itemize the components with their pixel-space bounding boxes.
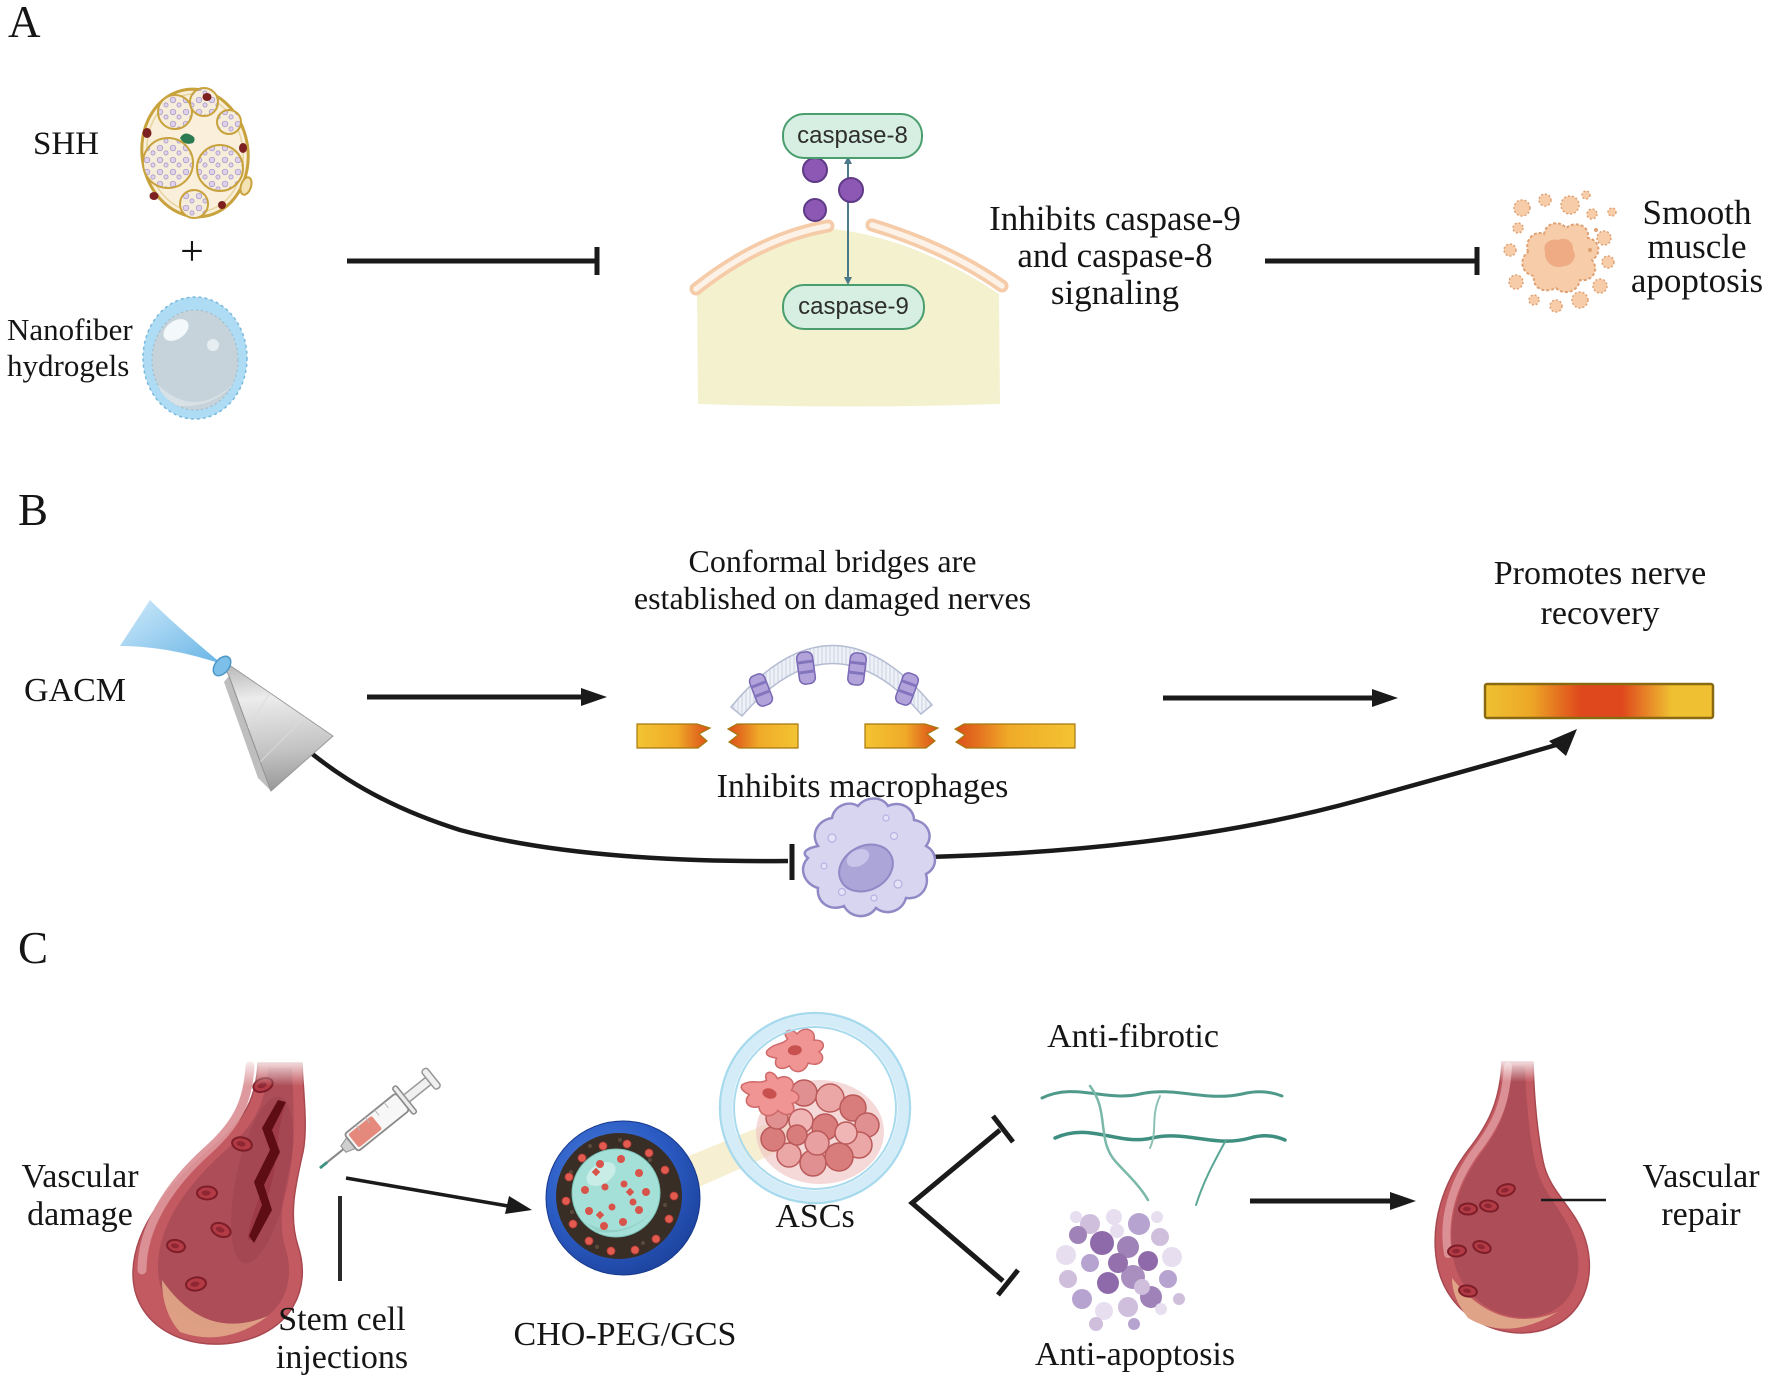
arrow-c1	[345, 1176, 532, 1214]
macrophage-illustration	[801, 797, 937, 918]
inhibition-arrow-a1	[347, 247, 600, 275]
anti-apoptosis-cluster-illustration	[1056, 1209, 1185, 1331]
nerve-bridge-illustration	[636, 644, 1076, 749]
anti-fibrotic-label: Anti-fibrotic	[1047, 1018, 1219, 1055]
gacm-spray-illustration	[120, 600, 334, 792]
panel-b-letter: B	[18, 485, 49, 535]
smooth-muscle-apoptosis-caption: Smooth muscle apoptosis	[1630, 193, 1764, 300]
asc-star-cell	[740, 1071, 800, 1117]
ascs-illustration	[718, 1011, 912, 1205]
damaged-vessel-illustration	[132, 1056, 308, 1345]
membrane-bridge	[729, 644, 934, 718]
macrophage-inhibition-curve-left	[250, 692, 789, 864]
vascular-repair-label: Vascular repair	[1642, 1158, 1760, 1233]
smooth-muscle-apoptosis-illustration	[1503, 190, 1617, 313]
conformal-bridges-caption: Conformal bridges are established on dam…	[633, 543, 1032, 616]
arrow-b2	[1163, 689, 1398, 707]
panel-a-letter: A	[8, 0, 41, 47]
shh-vesicles	[802, 157, 864, 222]
cho-peg-gcs-sphere-illustration	[545, 1120, 701, 1276]
caspase9-label: caspase-9	[798, 293, 909, 320]
blood-cells	[166, 1076, 274, 1292]
plus-sign: +	[180, 229, 204, 275]
cell-membrane-illustration	[689, 156, 1009, 407]
inhibits-macrophages-caption: Inhibits macrophages	[716, 768, 1009, 805]
inhibition-arrow-a2	[1265, 247, 1480, 275]
nanofiber-hydrogels-label: Nanofiber hydrogels	[7, 312, 133, 383]
arrow-b1	[367, 688, 607, 706]
anti-apoptosis-label: Anti-apoptosis	[1034, 1336, 1236, 1373]
caspase8-pill: caspase-8	[782, 113, 923, 159]
panel-c-letter: C	[18, 923, 49, 973]
recovered-nerve-illustration	[1483, 682, 1715, 720]
syringe-illustration	[319, 1067, 441, 1170]
caspase8-label: caspase-8	[797, 122, 908, 149]
vascular-damage-label: Vascular damage	[21, 1158, 139, 1233]
nerve-recovery-curve-right	[927, 742, 1557, 860]
nanofiber-hydrogel-illustration	[142, 296, 248, 420]
cho-peg-gcs-label: CHO-PEG/GCS	[513, 1316, 737, 1353]
inhibits-caspase-caption: Inhibits caspase-9 and caspase-8 signali…	[989, 199, 1241, 312]
stem-cell-injections-label: Stem cell injections	[275, 1301, 409, 1376]
shh-label: SHH	[32, 126, 100, 162]
shh-nerve-cross-section-illustration	[140, 87, 253, 219]
caspase9-pill: caspase-9	[782, 284, 925, 330]
gacm-label: GACM	[23, 672, 127, 709]
blood-cells	[1447, 1183, 1516, 1298]
anti-fibrotic-fibers-illustration	[1040, 1084, 1287, 1206]
green-cell-icon	[180, 133, 195, 144]
ascs-label: ASCs	[775, 1198, 855, 1235]
promotes-nerve-recovery-caption: Promotes nerve recovery	[1493, 555, 1707, 632]
arrow-c2	[1250, 1192, 1416, 1210]
fork-inhibition-arrows	[908, 1114, 1020, 1297]
nerve-recovery-curve-arrowhead	[1549, 729, 1577, 756]
repaired-vessel-illustration	[1434, 1056, 1591, 1334]
